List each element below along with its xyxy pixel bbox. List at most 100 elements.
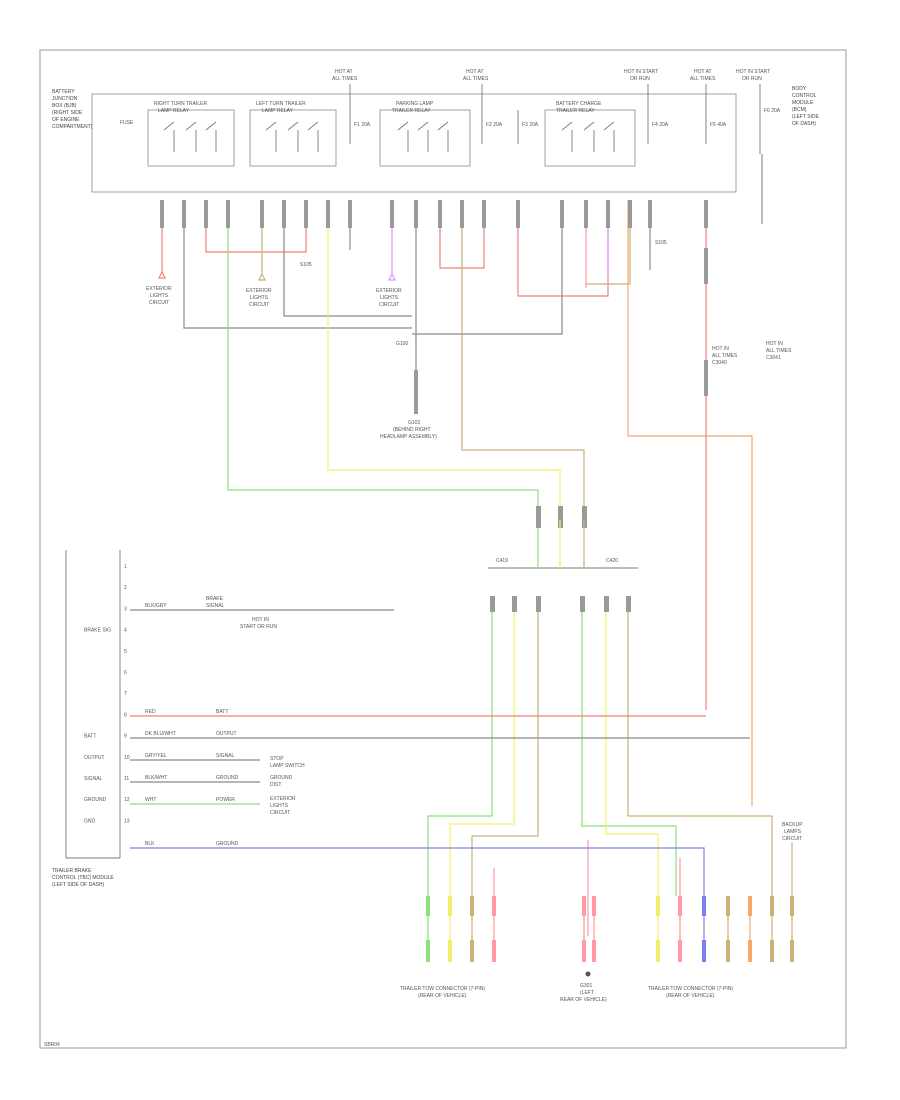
rref-0-line2: ALL TIMES [712, 353, 738, 359]
relay-sub-2: TRAILER RELAY [392, 108, 431, 114]
tbc-row-2-desc: OUTPUT [216, 731, 237, 737]
rref-1-line3: C3041 [766, 355, 781, 361]
wire-red-2 [205, 200, 307, 253]
fuse-1: F2 20A [486, 122, 503, 128]
relay-name-3: BATTERY CHARGE [556, 101, 602, 107]
bottom-pin-upper-1 [448, 896, 452, 916]
feed-3-line2: ALL TIMES [690, 76, 716, 82]
bjb-name-line-4: OF ENGINE [52, 117, 80, 123]
bottom-pin-lower-12 [790, 940, 794, 962]
tbc-name-1: CONTROL (TBC) MODULE [52, 875, 114, 881]
bottom-pin-upper-7 [678, 896, 682, 916]
conn-c419: C419 [496, 558, 508, 564]
bcm-line-3: (BCM) [792, 107, 807, 113]
tbc-row-0-desc2: SIGNAL [206, 603, 225, 609]
fuse-4: F5 40A [710, 122, 727, 128]
right-conn-line2: (REAR OF VEHICLE) [666, 993, 715, 999]
feed-3-line1: HOT AT [694, 69, 712, 75]
tbc-wires [130, 609, 750, 896]
g301-name: G301 [580, 983, 592, 989]
bottom-pin-lower-0 [426, 940, 430, 962]
relay-battery-charge: BATTERY CHARGE TRAILER RELAY [544, 101, 636, 167]
top-wires [161, 154, 763, 806]
ground-g102: G102 (BEHIND RIGHT HEADLAMP ASSEMBLY) [380, 370, 437, 440]
tbc-pin-11: 11 [124, 776, 129, 782]
wire-yellow-top [327, 200, 561, 520]
right-conn-line1: TRAILER TOW CONNECTOR (7-PIN) [648, 986, 733, 992]
bcm-box: BODY CONTROL MODULE (BCM) (LEFT SIDE OF … [792, 86, 820, 127]
tbc-pin-label-13: GND [84, 818, 96, 824]
bjb-name-line-5: COMPARTMENT) [52, 124, 93, 130]
left-conn-line2: (REAR OF VEHICLE) [418, 993, 467, 999]
fuse-2: F3 20A [522, 122, 539, 128]
tbc-rref-1-l3: CIRCUIT [270, 810, 290, 816]
relay-name-2: PARKING LAMP [396, 101, 434, 107]
tbc-pin-label-4: BRAKE SIG [84, 628, 111, 634]
tbc-rref-0-l2: LAMP SWITCH [270, 763, 305, 769]
tbc-rref-0-l1: STOP [270, 756, 284, 762]
tbc-pin-label-9: BATT [84, 734, 96, 740]
tbc-row-5-desc: POWER [216, 797, 235, 803]
tbc-name-0: TRAILER BRAKE [52, 868, 92, 874]
rref-1-line1: HOT IN [766, 341, 783, 347]
bottom-pin-upper-0 [426, 896, 430, 916]
tbc-pin-3: 3 [124, 606, 127, 612]
tbc-pin-label-10: OUTPUT [84, 755, 105, 761]
bjb-fuse-label: FUSE [120, 120, 134, 126]
g102-line2: HEADLAMP ASSEMBLY) [380, 434, 437, 440]
ref-1-line2: LIGHTS [250, 295, 269, 301]
tbc-rows: BLK/GRY BRAKE SIGNAL HOT IN START OR RUN… [145, 596, 305, 847]
bottom-pin-upper-12 [790, 896, 794, 916]
top-connector-pins [160, 200, 708, 228]
bottom-labels: TRAILER TOW CONNECTOR (7-PIN) (REAR OF V… [400, 822, 803, 1003]
relay-right-turn: RIGHT TURN TRAILER LAMP RELAY [147, 101, 235, 167]
tbc-name-2: (LEFT SIDE OF DASH) [52, 882, 104, 888]
battery-junction-box: BATTERY JUNCTION BOX (BJB) (RIGHT SIDE O… [52, 89, 737, 193]
wire-green-top [227, 200, 539, 520]
splice-right: S105 [655, 240, 667, 246]
diagram-frame [39, 49, 847, 1049]
relay-sub-1: LAMP RELAY [262, 108, 294, 114]
wire-gray-1 [183, 200, 412, 329]
ref-2-line1: EXTERIOR [376, 288, 402, 294]
bottom-pin-lower-11 [770, 940, 774, 962]
bcm-line-5: OF DASH) [792, 121, 816, 127]
bottom-pin-upper-4 [582, 896, 586, 916]
feed-2-line1: HOT IN START [624, 69, 658, 75]
bcm-line-0: BODY [792, 86, 807, 92]
bottom-pin-lower-2 [470, 940, 474, 962]
g301-line2: REAR OF VEHICLE) [560, 997, 607, 1003]
tbc-brake-ref-1: HOT IN [252, 617, 269, 623]
bottom-pin-lower-7 [678, 940, 682, 962]
footer-code: SBR04 [44, 1042, 60, 1048]
tbc-rref-1-l1: EXTERIOR [270, 796, 296, 802]
tbc-pin-2: 2 [124, 585, 127, 591]
relay-sub-0: LAMP RELAY [158, 108, 190, 114]
left-conn-line1: TRAILER TOW CONNECTOR (7-PIN) [400, 986, 485, 992]
tbc-row-4-desc: GROUND [216, 775, 239, 781]
wire-gray-5 [412, 200, 563, 335]
feed-0-line1: HOT AT [335, 69, 353, 75]
tbc-row-4-wire: BLK/WHT [145, 775, 167, 781]
bottom-pin-upper-2 [470, 896, 474, 916]
bottom-pin-lower-9 [726, 940, 730, 962]
bottom-pin-upper-11 [770, 896, 774, 916]
tbc-row-3-wire: GRY/YEL [145, 753, 167, 759]
ref-0-line3: CIRCUIT [149, 300, 169, 306]
tbc-pin-10: 10 [124, 755, 130, 761]
bjb-name-line-1: JUNCTION [52, 96, 78, 102]
wire-orange-long [627, 200, 753, 806]
rref-0-line1: HOT IN [712, 346, 729, 352]
bcm-line-4: (LEFT SIDE [792, 114, 820, 120]
tbc-pin-label-12: GROUND [84, 797, 107, 803]
rref-0-line3: C3040 [712, 360, 727, 366]
tbc-rref-2-l1: GROUND [270, 775, 293, 781]
tbc-pin-label-11: SIGNAL [84, 776, 103, 782]
bcm-line-1: CONTROL [792, 93, 817, 99]
bottom-pin-upper-6 [656, 896, 660, 916]
bjb-name-line-0: BATTERY [52, 89, 75, 95]
exterior-refs: EXTERIOR LIGHTS CIRCUIT EXTERIOR LIGHTS … [146, 240, 667, 347]
tbc-row-3-desc: SIGNAL [216, 753, 235, 759]
